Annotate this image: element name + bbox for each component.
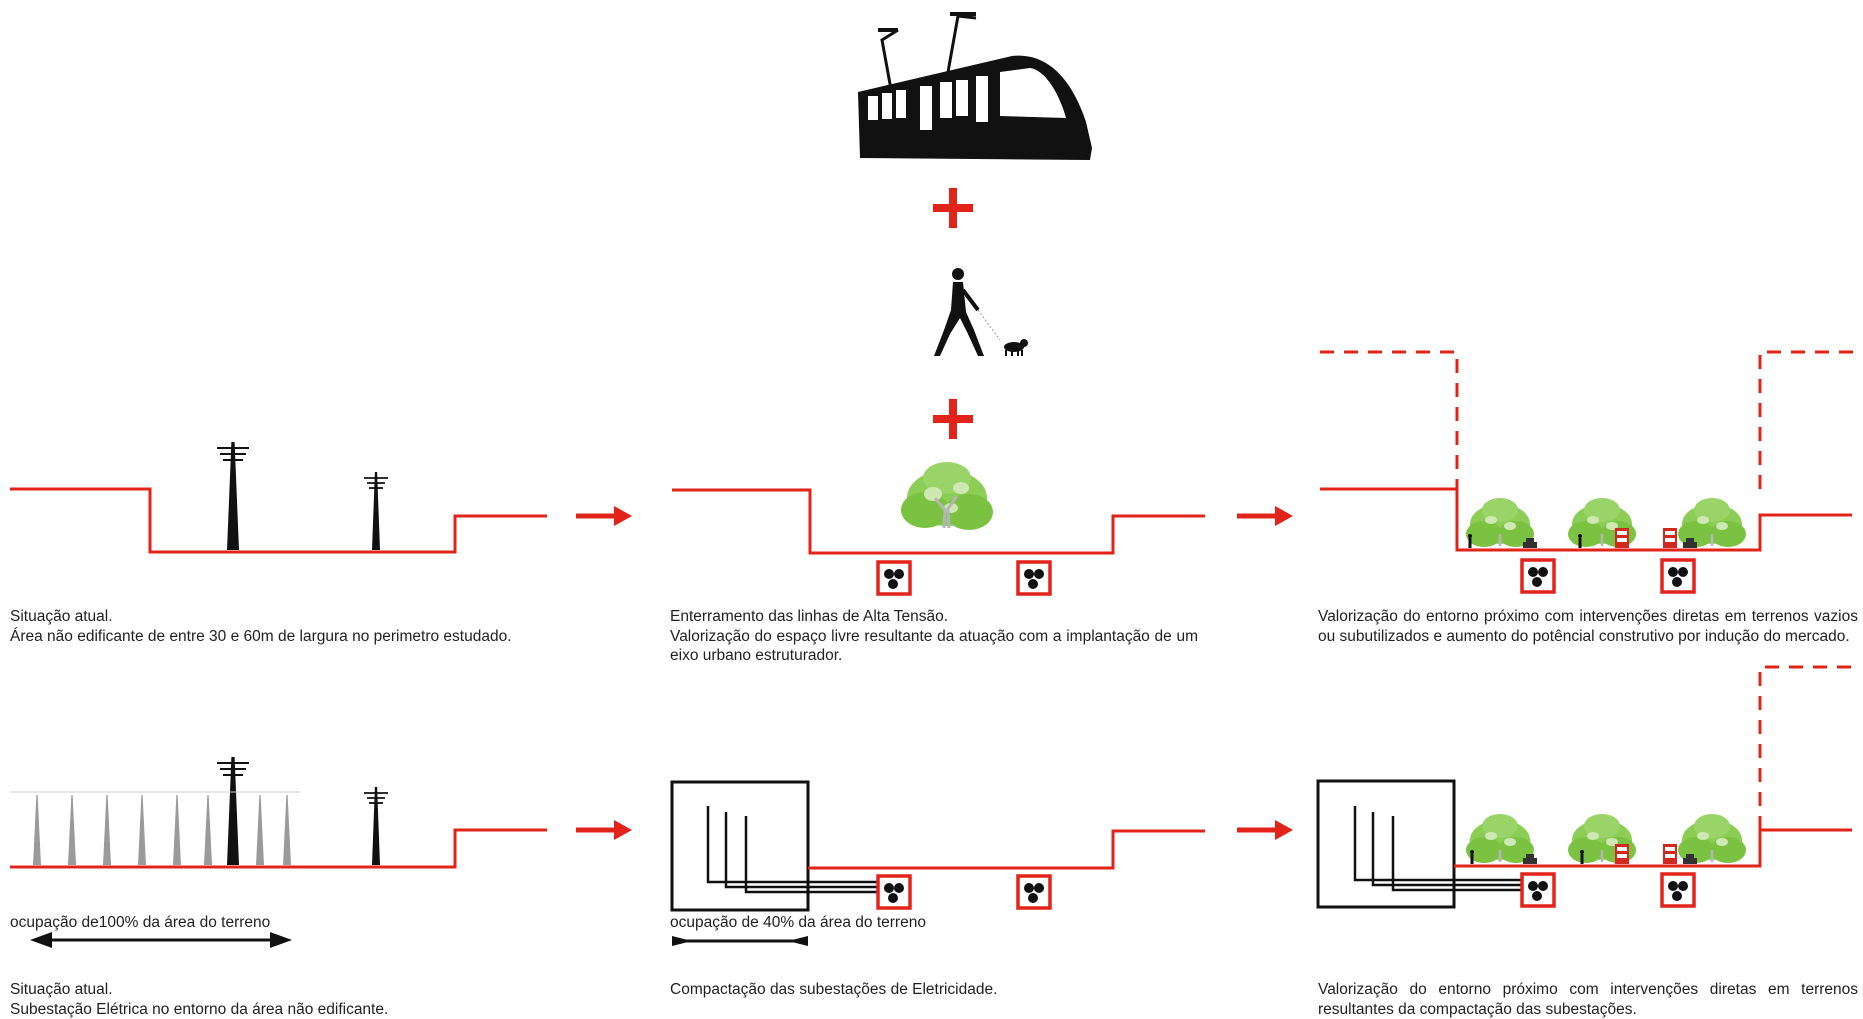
power-pylon-icon <box>283 795 291 865</box>
underground-cable-icon <box>1660 558 1696 594</box>
caption-line: Situação atual. <box>10 981 113 998</box>
width-dimension-arrow <box>30 932 292 948</box>
person-icon <box>1578 534 1582 548</box>
power-pylon-icon <box>204 795 212 865</box>
substation-icon <box>1660 872 1696 908</box>
terrain-section-valuation-substation <box>1454 665 1860 868</box>
caption-surroundings-valuation-substation: Valorização do entorno próximo com inter… <box>1318 980 1858 1019</box>
tree-icon <box>1464 496 1536 549</box>
caption-line: Área não edificante de entre 30 e 60m de… <box>10 627 512 645</box>
compacted-substation <box>1316 779 1538 909</box>
caption-line: Compactação das subestações de Eletricid… <box>670 981 998 998</box>
caption-line: Subestação Elétrica no entorno da área n… <box>10 1000 389 1018</box>
power-pylon-icon <box>68 795 76 865</box>
terrain-section-compaction <box>808 829 1205 870</box>
underground-cable-icon <box>1520 558 1556 594</box>
caption-line-burial: Enterramento das linhas de Alta Tensão. … <box>670 607 1198 666</box>
arrow-right-icon <box>576 820 632 840</box>
bus-icon <box>1615 528 1629 548</box>
plus-icon <box>933 399 973 439</box>
bus-icon <box>1663 528 1677 548</box>
occupation-label-40: ocupação de 40% da área do terreno <box>670 914 926 931</box>
caption-line: Enterramento das linhas de Alta Tensão. <box>670 608 949 625</box>
substation-icon <box>1520 872 1556 908</box>
width-dimension-arrow <box>672 936 808 946</box>
caption-current-situation: Situação atual. Área não edificante de e… <box>10 607 570 646</box>
underground-cable-icon <box>1016 560 1052 596</box>
pedestrian-with-dog-icon <box>934 268 1028 356</box>
bus-icon <box>1615 844 1629 864</box>
person-icon <box>1580 850 1584 864</box>
caption-substation-compaction: Compactação das subestações de Eletricid… <box>670 980 1198 1000</box>
caption-line: Valorização do espaço livre resultante d… <box>670 627 1198 665</box>
power-pylon-icon <box>138 795 146 865</box>
underground-cable-icon <box>876 560 912 596</box>
power-pylon-icon <box>363 471 389 551</box>
person-icon <box>1468 534 1472 548</box>
substation-icon <box>1016 874 1052 910</box>
power-pylon-icon <box>216 441 250 551</box>
occupation-label-100: ocupação de100% da área do terreno <box>10 914 271 931</box>
caption-line: Situação atual. <box>10 608 113 625</box>
power-pylon-icon <box>33 795 41 865</box>
arrow-right-icon <box>576 506 632 526</box>
tree-icon <box>1464 812 1536 865</box>
power-pylon-icon <box>103 795 111 865</box>
terrain-section-current <box>10 487 547 554</box>
caption-current-situation-substation: Situação atual. Subestação Elétrica no e… <box>10 980 570 1019</box>
terrain-section-current-substation <box>10 828 547 869</box>
bus-icon <box>1663 844 1677 864</box>
terrain-section-valuation <box>1320 350 1860 552</box>
power-pylon-icon <box>216 756 250 866</box>
power-pylon-icon <box>173 795 181 865</box>
caption-surroundings-valuation: Valorização do entorno próximo com inter… <box>1318 607 1858 646</box>
substation-icon <box>876 874 912 910</box>
tree-icon <box>899 460 995 532</box>
arrow-right-icon <box>1237 820 1293 840</box>
power-pylon-icon <box>363 786 389 866</box>
compacted-substation <box>670 780 894 912</box>
tram-icon <box>858 12 1092 161</box>
caption-line: Valorização do entorno próximo com inter… <box>1318 981 1858 1018</box>
power-pylon-icon <box>256 795 264 865</box>
person-icon <box>1470 850 1474 864</box>
terrain-section-burial <box>672 488 1205 555</box>
caption-line: Valorização do entorno próximo com inter… <box>1318 608 1858 645</box>
arrow-right-icon <box>1237 506 1293 526</box>
plus-icon <box>933 188 973 228</box>
